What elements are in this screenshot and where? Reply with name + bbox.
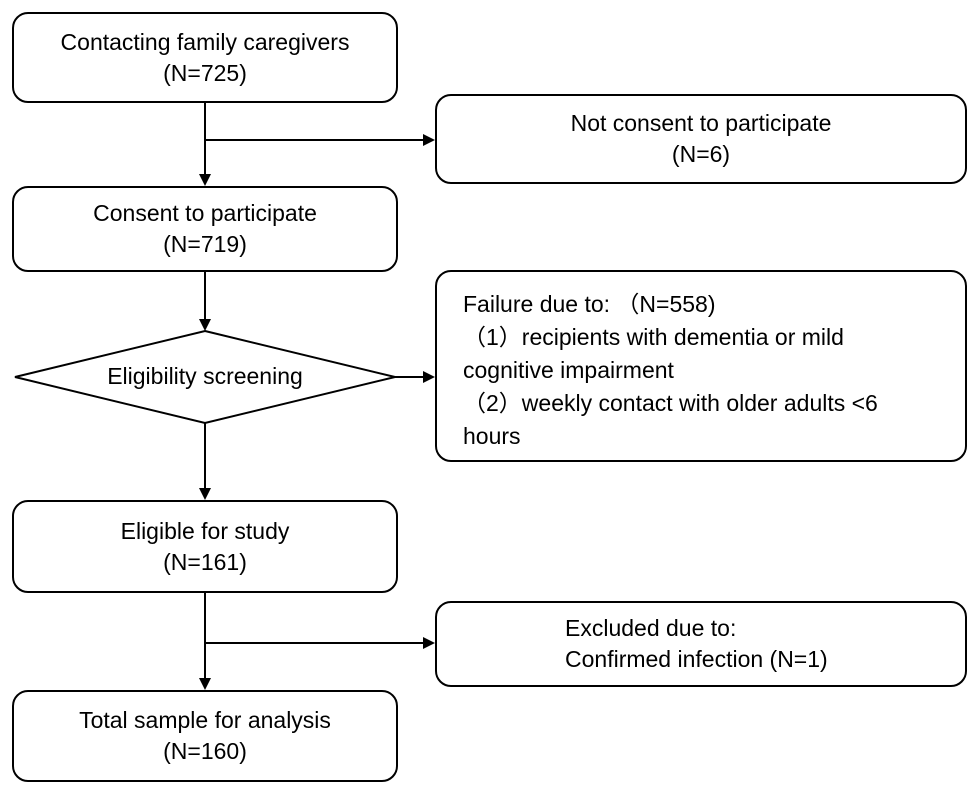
box-contacting-caregivers: Contacting family caregivers (N=725): [12, 12, 398, 103]
box-excluded: Excluded due to: Confirmed infection (N=…: [435, 601, 967, 687]
consent-count: (N=719): [163, 231, 247, 257]
failure-reason1-line1: （1）recipients with dementia or mild: [463, 324, 844, 350]
failure-reason1-line2: cognitive impairment: [463, 357, 674, 383]
screening-label: Eligibility screening: [107, 363, 303, 389]
box-consent: Consent to participate (N=719): [12, 186, 398, 272]
contacting-title: Contacting family caregivers: [60, 28, 350, 55]
consent-title: Consent to participate: [93, 200, 317, 226]
box-eligible: Eligible for study (N=161): [12, 500, 398, 593]
box-failure: Failure due to: （N=558) （1）recipients wi…: [435, 270, 967, 462]
eligible-count: (N=161): [163, 548, 247, 575]
box-not-consent: Not consent to participate (N=6): [435, 94, 967, 184]
excluded-line1: Excluded due to:: [565, 615, 737, 641]
total-count: (N=160): [163, 738, 247, 764]
failure-reason2-line2: hours: [463, 423, 521, 449]
failure-header: Failure due to: （N=558): [463, 291, 716, 317]
not-consent-count: (N=6): [671, 141, 731, 167]
total-title: Total sample for analysis: [79, 707, 331, 733]
not-consent-title: Not consent to participate: [570, 110, 832, 136]
box-total-sample: Total sample for analysis (N=160): [12, 690, 398, 782]
contacting-count: (N=725): [163, 59, 247, 86]
excluded-line2: Confirmed infection (N=1): [565, 646, 828, 672]
eligible-title: Eligible for study: [120, 517, 290, 544]
failure-reason2-line1: （2）weekly contact with older adults <6: [463, 390, 878, 416]
